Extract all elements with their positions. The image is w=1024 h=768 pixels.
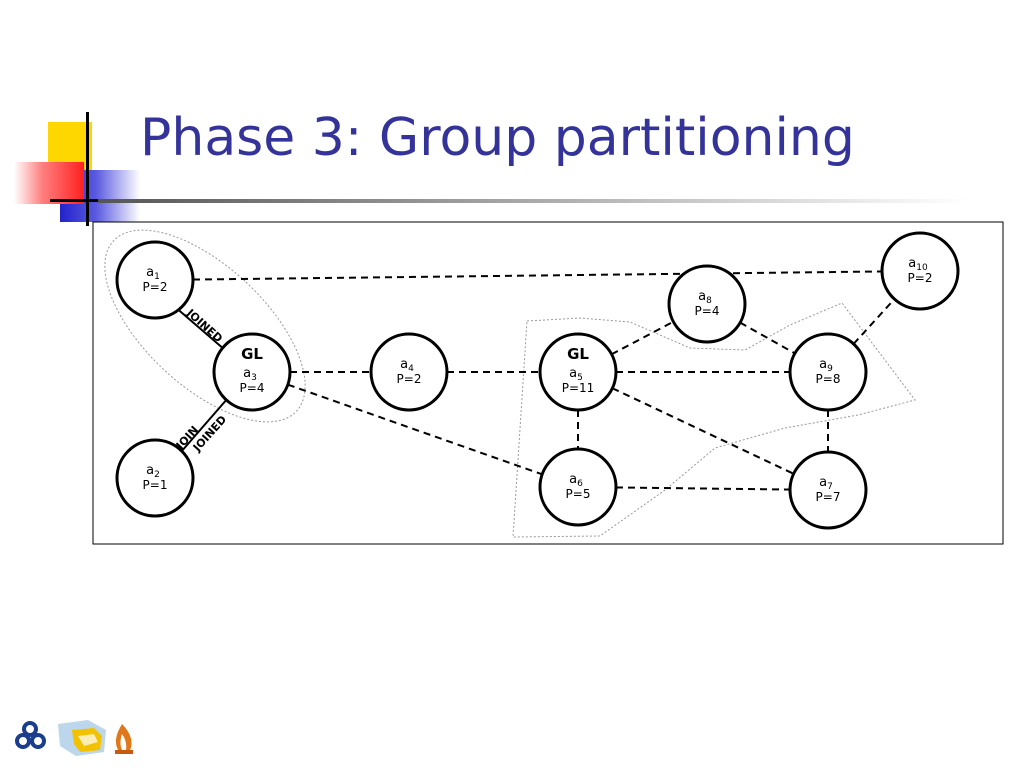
group-leader-label: GL — [241, 345, 263, 363]
diagram-frame — [92, 221, 1004, 545]
group-region-a3 — [104, 229, 306, 423]
edge-a8-a9 — [739, 321, 796, 355]
edge-a1-a10 — [192, 270, 883, 281]
node-a1: a1P=2 — [115, 240, 195, 320]
footer-logos — [15, 720, 133, 756]
join-link-a2-a3 — [173, 397, 229, 461]
node-name: a10 — [908, 256, 928, 273]
joined-label-top: JOINED — [183, 306, 225, 345]
group-leader-label: GL — [567, 345, 589, 363]
node-name: a6 — [569, 472, 583, 489]
node-priority: P=4 — [695, 304, 720, 318]
node-name: a7 — [819, 475, 833, 492]
cube-logo-icon — [58, 720, 106, 756]
flame-logo-icon — [115, 724, 133, 754]
node-priority: P=4 — [240, 381, 265, 395]
edge-a5-a8 — [611, 320, 674, 356]
node-priority: P=1 — [143, 478, 168, 492]
node-a5: GL a5P=11 — [538, 332, 618, 412]
edge-a6-a7 — [615, 486, 791, 491]
edge-a3-a6 — [287, 383, 543, 476]
node-priority: P=2 — [397, 372, 422, 386]
slide-title: Phase 3: Group partitioning — [140, 108, 855, 168]
nodes: a1P=2a2P=1GLa3P=4a4P=2GLa5P=11a6P=5a7P=7… — [115, 231, 960, 530]
node-a2: a2P=1 — [115, 438, 195, 518]
group-region-a5 — [512, 302, 916, 538]
node-priority: P=7 — [816, 490, 841, 504]
node-name: a1 — [146, 265, 160, 282]
node-a8: a8P=4 — [667, 264, 747, 344]
node-name: a5 — [569, 366, 583, 383]
node-name: a8 — [698, 289, 712, 306]
node-priority: P=2 — [143, 280, 168, 294]
node-priority: P=8 — [816, 372, 841, 386]
edge-a9-a10 — [852, 298, 896, 345]
node-a3: GL a3P=4 — [212, 332, 292, 412]
node-priority: P=11 — [562, 381, 595, 395]
node-name: a9 — [819, 357, 833, 374]
node-a4: a4P=2 — [369, 332, 449, 412]
node-name: a4 — [400, 357, 414, 374]
edge-a5-a7 — [611, 387, 795, 475]
node-name: a3 — [243, 366, 257, 383]
node-priority: P=2 — [908, 271, 933, 285]
trefoil-logo-icon — [15, 721, 46, 749]
joined-link-a1-a3 — [173, 305, 226, 351]
node-name: a2 — [146, 463, 160, 480]
node-a7: a7P=7 — [788, 450, 868, 530]
node-a6: a6P=5 — [538, 447, 618, 527]
node-a9: a9P=8 — [788, 332, 868, 412]
node-priority: P=5 — [566, 487, 591, 501]
edges — [192, 270, 896, 491]
